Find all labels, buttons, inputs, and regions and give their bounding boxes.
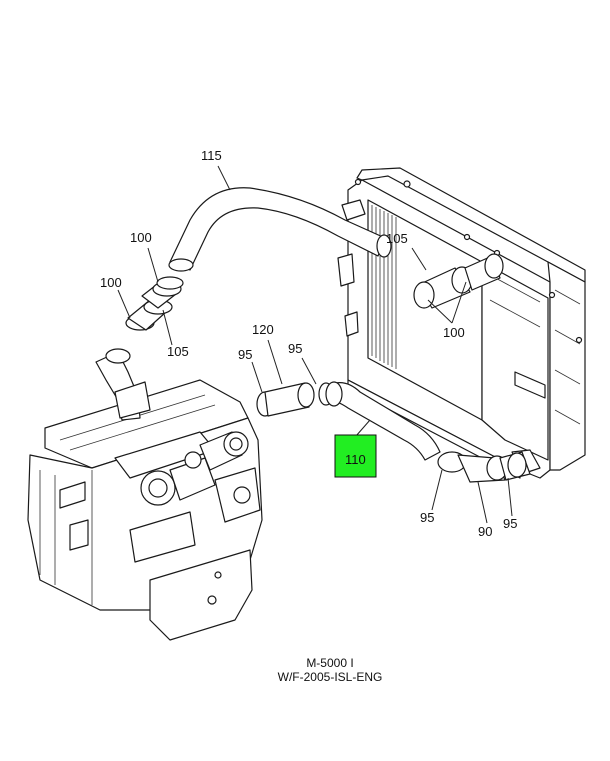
caption-line-1: M-5000 I bbox=[306, 656, 353, 670]
callout-90: 90 bbox=[478, 524, 492, 539]
callout-110-highlight[interactable] bbox=[334, 434, 377, 478]
callout-120: 120 bbox=[252, 322, 274, 337]
turbocharger bbox=[140, 431, 249, 506]
figure-caption: M-5000 I W/F-2005-ISL-ENG bbox=[278, 656, 383, 684]
cac-outlet-hose-assembly bbox=[413, 253, 504, 309]
callout-105-left: 105 bbox=[167, 344, 189, 359]
callout-110[interactable]: 110 bbox=[345, 452, 366, 467]
radiator-fins bbox=[371, 205, 397, 369]
leader-lines bbox=[117, 165, 513, 524]
intake-elbow bbox=[95, 348, 151, 421]
cac-inlet-coupling-120 bbox=[256, 382, 334, 417]
callout-100-right: 100 bbox=[443, 325, 465, 340]
callout-115: 115 bbox=[201, 148, 222, 163]
callout-95-b: 95 bbox=[288, 341, 302, 356]
radiator-assembly bbox=[337, 167, 586, 479]
callout-95-a: 95 bbox=[238, 347, 252, 362]
callout-100-top: 100 bbox=[130, 230, 152, 245]
engine-block bbox=[27, 379, 263, 641]
intake-tube-115 bbox=[168, 187, 392, 272]
callout-105-right: 105 bbox=[386, 231, 408, 246]
callout-labels: 115 100 100 105 120 95 95 105 100 110 95… bbox=[100, 148, 517, 539]
cac-cold-side-tube-110 bbox=[325, 381, 441, 461]
caption-line-2: W/F-2005-ISL-ENG bbox=[278, 670, 383, 684]
lower-hose-90 bbox=[437, 451, 531, 483]
callout-95-d: 95 bbox=[503, 516, 517, 531]
turbo-intake-coupling-stack bbox=[125, 276, 184, 331]
callout-100-left: 100 bbox=[100, 275, 122, 290]
callout-95-c: 95 bbox=[420, 510, 434, 525]
